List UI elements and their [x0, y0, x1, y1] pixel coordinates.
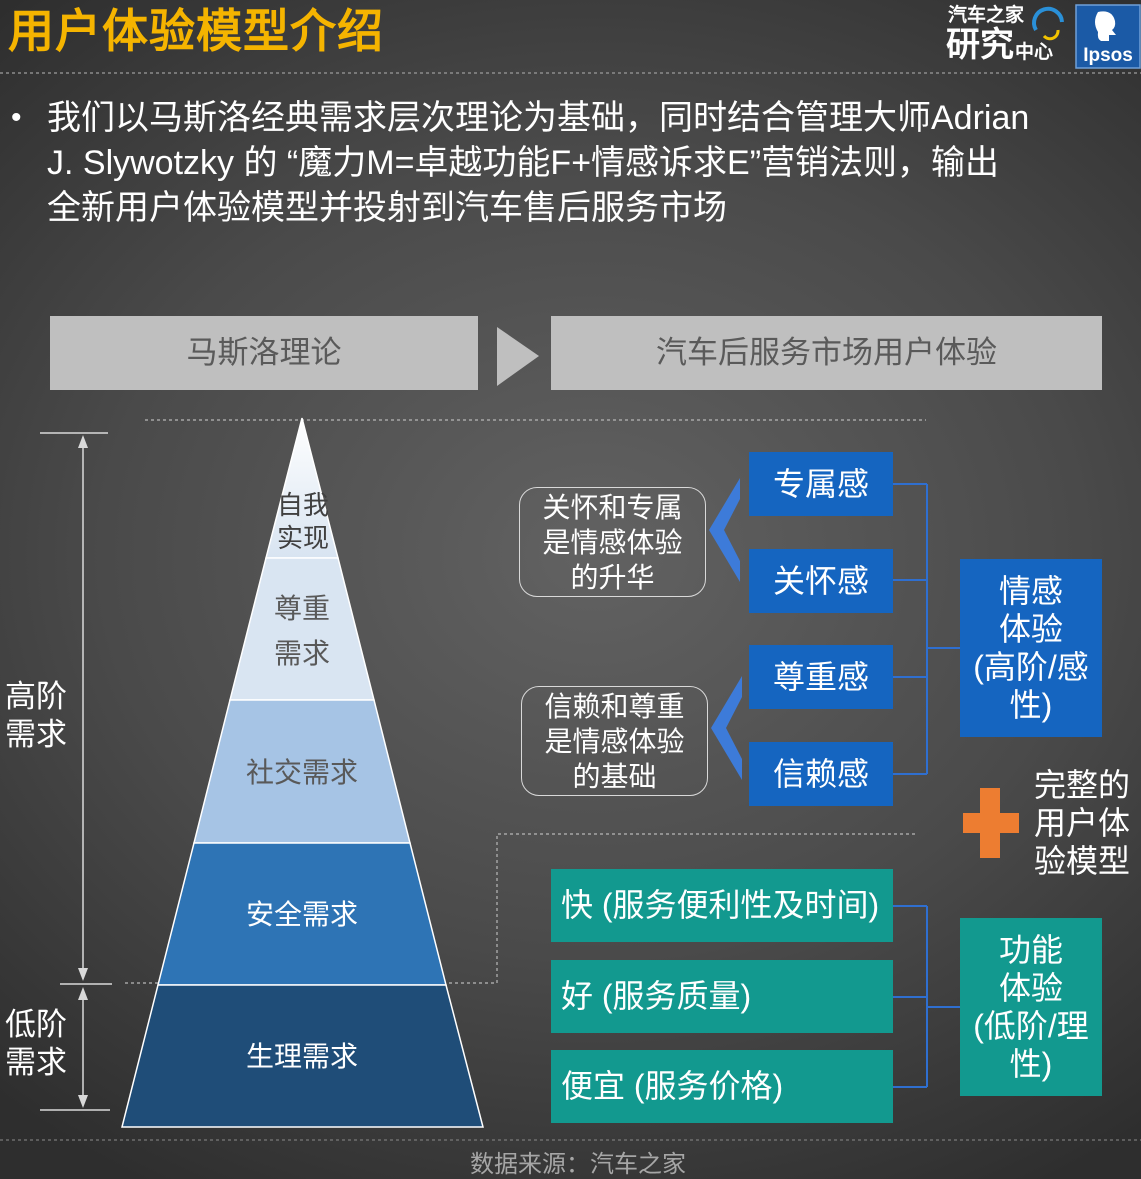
note-care-exclusive: 关怀和专属 是情感体验 的升华 — [519, 487, 706, 597]
summary-line: (低阶/理 — [973, 1008, 1089, 1044]
data-source: 数据来源：汽车之家 — [470, 1151, 686, 1178]
summary-line: 性) — [1009, 1046, 1053, 1082]
autohome-swirl-icon — [1032, 6, 1064, 41]
intro-line-3: 全新用户体验模型并投射到汽车售后服务市场 — [47, 189, 727, 227]
ipsos-wordmark: Ipsos — [1083, 45, 1133, 66]
functional-item-quality: 好 (服务质量) — [551, 960, 893, 1033]
autohome-logo-top: 汽车之家 — [948, 5, 1025, 26]
summary-line: 体验 — [998, 611, 1063, 647]
pyramid-label-safety: 安全需求 — [246, 899, 358, 930]
low-needs-label: 低阶 需求 — [5, 1006, 67, 1082]
high-needs-line1: 高阶 — [5, 679, 67, 714]
functional-connectors — [893, 905, 960, 1088]
header-maslow-box: 马斯洛理论 — [50, 316, 478, 390]
ipsos-logo: Ipsos — [1075, 4, 1141, 69]
needs-bracket — [40, 432, 112, 1111]
functional-experience-box: 功能 体验 (低阶/理 性) — [960, 918, 1102, 1096]
pyramid-label-esteem-line1: 尊重 — [274, 593, 330, 624]
note-trust-respect: 信赖和尊重 是情感体验 的基础 — [521, 686, 708, 796]
emotional-item-care: 关怀感 — [749, 549, 893, 613]
complete-model-label: 完整的 用户体 验模型 — [1034, 766, 1130, 880]
summary-line: 情感 — [998, 573, 1063, 609]
pyramid-label-self-actualization-line1: 自我 — [277, 490, 329, 520]
arrow-up-icon — [78, 987, 88, 1000]
note-line: 的升华 — [570, 561, 655, 593]
arrow-up-icon — [78, 435, 88, 448]
complete-model-line: 验模型 — [1034, 843, 1131, 879]
emotional-item-respect: 尊重感 — [749, 645, 893, 709]
note-line: 是情感体验 — [544, 725, 685, 757]
summary-line: 性) — [1009, 687, 1053, 723]
note-line: 关怀和专属 — [542, 491, 683, 523]
plus-icon — [963, 788, 1019, 858]
note-line: 是情感体验 — [542, 526, 683, 558]
header-aftermarket-box: 汽车后服务市场用户体验 — [551, 316, 1102, 390]
complete-model-line: 用户体 — [1034, 805, 1131, 841]
maslow-pyramid — [121, 417, 484, 1128]
ipsos-head-icon — [1095, 11, 1116, 41]
pyramid-label-esteem-line2: 需求 — [274, 638, 330, 669]
arrow-down-icon — [78, 1095, 88, 1108]
low-needs-line1: 低阶 — [5, 1007, 67, 1042]
emotional-item-exclusive: 专属感 — [749, 452, 893, 516]
functional-item-price: 便宜 (服务价格) — [551, 1050, 893, 1123]
autohome-logo-sub: 中心 — [1015, 42, 1054, 63]
emotional-item-trust: 信赖感 — [749, 742, 893, 806]
autohome-logo-main: 研究 — [946, 26, 1014, 64]
high-needs-label: 高阶 需求 — [5, 678, 67, 754]
pyramid-level-esteem — [229, 557, 375, 701]
note-line: 信赖和尊重 — [544, 690, 685, 722]
bullet-icon: • — [11, 101, 22, 134]
complete-model-line: 完整的 — [1034, 767, 1131, 803]
chevron-left-icon — [711, 676, 742, 780]
emotional-experience-box: 情感 体验 (高阶/感 性) — [960, 559, 1102, 737]
note-line: 的基础 — [572, 760, 657, 792]
summary-line: (高阶/感 — [973, 649, 1089, 685]
high-needs-line2: 需求 — [5, 717, 67, 752]
summary-line: 体验 — [998, 970, 1063, 1006]
header-arrow-icon — [497, 327, 539, 386]
functional-item-fast: 快 (服务便利性及时间) — [551, 869, 893, 942]
intro-line-1: 我们以马斯洛经典需求层次理论为基础，同时结合管理大师Adrian — [47, 99, 1030, 137]
emotional-connectors — [893, 483, 960, 775]
intro-line-2: J. Slywotzky 的 “魔力M=卓越功能F+情感诉求E”营销法则，输出 — [47, 144, 1000, 182]
summary-line: 功能 — [998, 932, 1063, 968]
arrow-down-icon — [78, 968, 88, 981]
low-needs-line2: 需求 — [5, 1045, 67, 1080]
chevron-left-icon — [709, 478, 740, 582]
pyramid-label-self-actualization-line2: 实现 — [277, 523, 329, 553]
page-title: 用户体验模型介绍 — [8, 5, 384, 57]
pyramid-label-physiological: 生理需求 — [246, 1041, 358, 1072]
pyramid-label-social: 社交需求 — [246, 757, 358, 788]
pyramid-level-physiological — [121, 984, 484, 1128]
